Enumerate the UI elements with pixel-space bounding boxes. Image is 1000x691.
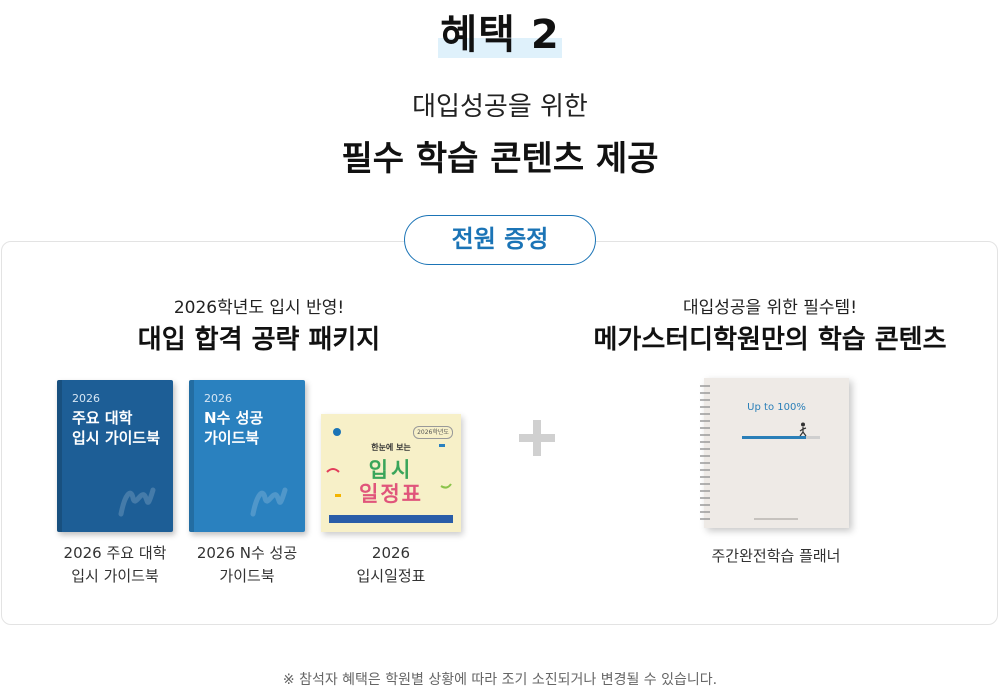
climber-icon — [799, 422, 807, 437]
item-label-line: 2026 — [371, 544, 411, 562]
item-label-schedule: 2026 입시일정표 — [320, 542, 462, 588]
benefit-title: 혜택 2 — [0, 2, 1000, 60]
schedule-footer-bar — [329, 515, 453, 523]
confetti-decoration — [326, 444, 452, 497]
item-label-line: 입시 가이드북 — [71, 567, 159, 585]
book-spine — [57, 380, 62, 532]
schedule-cover-title-1: 입시 — [368, 458, 414, 482]
planner-progress-line — [742, 436, 806, 439]
book-cover-title: 주요 대학 입시 가이드북 — [72, 409, 161, 447]
gift-badge: 전원 증정 — [404, 215, 596, 265]
megastudy-logo-icon — [118, 487, 156, 517]
item-label-major-guidebook: 2026 주요 대학 입시 가이드북 — [44, 542, 186, 588]
item-label-nsu-guidebook: 2026 N수 성공 가이드북 — [176, 542, 318, 588]
right-section-caption: 대입성공을 위한 필수템! — [682, 298, 858, 318]
guidebook-cover-major: 2026 주요 대학 입시 가이드북 — [57, 380, 173, 532]
planner-cover: Up to 100% — [700, 378, 849, 528]
spiral-binding-icon — [700, 385, 710, 520]
item-label-line: 입시일정표 — [356, 567, 426, 585]
benefit-title-text: 혜택 2 — [438, 2, 563, 60]
item-label-line: 가이드북 — [219, 567, 275, 585]
subtitle: 대입성공을 위한 — [412, 92, 588, 122]
guidebook-cover-nsu: 2026 N수 성공 가이드북 — [189, 380, 305, 532]
left-section-title: 대입 합격 공략 패키지 — [137, 325, 381, 355]
book-year: 2026 — [72, 392, 100, 405]
book-year: 2026 — [204, 392, 232, 405]
item-label-planner: 주간완전학습 플래너 — [711, 547, 841, 565]
plus-icon — [519, 420, 555, 456]
megastudy-logo-icon — [250, 487, 288, 517]
schedule-badge: 2026학년도 — [413, 426, 453, 439]
right-section-title: 메가스터디학원만의 학습 콘텐츠 — [593, 325, 947, 355]
brand-dot-icon — [333, 428, 341, 436]
item-label-line: 2026 N수 성공 — [196, 544, 298, 562]
book-cover-title: N수 성공 가이드북 — [204, 409, 264, 447]
planner-cover-text: Up to 100% — [747, 402, 806, 413]
schedule-cover-title-2: 일정표 — [359, 482, 423, 506]
item-label-line: 2026 주요 대학 — [63, 544, 167, 562]
book-spine — [189, 380, 194, 532]
planner-progress-track — [806, 436, 820, 439]
footnote: ※ 참석자 혜택은 학원별 상황에 따라 조기 소진되거나 변경될 수 있습니다… — [282, 672, 718, 688]
schedule-tagline: 한눈에 보는 — [371, 443, 411, 452]
left-section-caption: 2026학년도 입시 반영! — [173, 298, 345, 318]
schedule-cover: 2026학년도 한눈에 보는 입시 일정표 — [321, 414, 461, 532]
page-title: 필수 학습 콘텐츠 제공 — [341, 139, 659, 179]
planner-footer-line — [754, 518, 798, 520]
